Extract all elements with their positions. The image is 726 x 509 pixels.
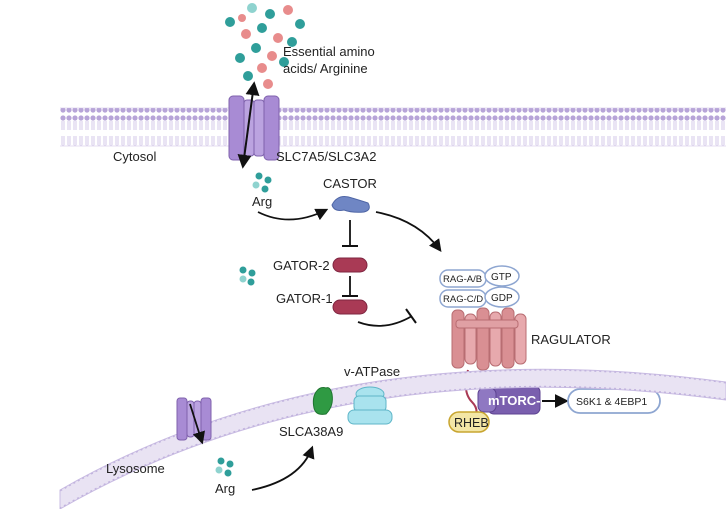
- gdp-label: GDP: [491, 293, 513, 304]
- castor-label: CASTOR: [323, 176, 377, 191]
- castor-to-rag-arrow: [375, 211, 442, 253]
- transporter-icon: [228, 95, 280, 161]
- rag-ab-label: RAG-A/B: [443, 274, 482, 285]
- rag-cd-label: RAG-C/D: [443, 294, 483, 305]
- slca38a9-icon: [312, 387, 333, 415]
- gtp-label: GTP: [491, 272, 512, 283]
- gator1-inhibit-rag-line: [357, 315, 413, 327]
- rheb-label: RHEB: [454, 416, 489, 430]
- v-atpase-label: v-ATPase: [344, 364, 400, 379]
- mtorc1-label: mTORC-1: [488, 393, 548, 408]
- gator2-label: GATOR-2: [273, 258, 330, 273]
- arg-label-top: Arg: [252, 194, 272, 209]
- arg-label-bottom: Arg: [215, 481, 235, 496]
- gator2-icon: [332, 257, 368, 273]
- castor-icon: [331, 196, 370, 213]
- gator1-icon: [332, 299, 368, 315]
- lysosomal-transport-arrow: [189, 403, 205, 445]
- arg-dots-free: [239, 266, 256, 286]
- lysosome-label: Lysosome: [106, 461, 165, 476]
- cytosol-label: Cytosol: [113, 149, 156, 164]
- rheb-pill: [448, 411, 490, 433]
- amino-acids-label-line2: acids/ Arginine: [283, 61, 368, 76]
- transporter-label: SLC7A5/SLC3A2: [276, 149, 376, 164]
- amino-acid-dots-extracellular: [225, 3, 305, 89]
- transport-arrow-in: [237, 81, 260, 169]
- amino-acids-label-line1: Essential amino: [283, 44, 375, 59]
- arg-dots-lysosome: [215, 457, 234, 477]
- arg-to-castor-arrow: [257, 208, 329, 221]
- lysosomal-membrane: [59, 368, 726, 509]
- arg-dots-cytosol: [252, 172, 272, 193]
- s6k1-4ebp1-label: S6K1 & 4EBP1: [576, 396, 647, 408]
- gtp-pill: [484, 265, 520, 287]
- ragulator-icon: [451, 307, 527, 371]
- gdp-pill: [484, 286, 520, 308]
- plasma-membrane: [60, 108, 726, 146]
- v-atpase-icon: [347, 386, 393, 425]
- gator1-label: GATOR-1: [276, 291, 333, 306]
- slca38a9-label: SLCA38A9: [279, 424, 343, 439]
- gator1-inhibit-rag-bar: [405, 308, 417, 324]
- arg-to-slca38a9-arrow: [251, 445, 315, 491]
- lysosomal-transporter-icon: [176, 397, 212, 441]
- ragulator-label: RAGULATOR: [531, 332, 611, 347]
